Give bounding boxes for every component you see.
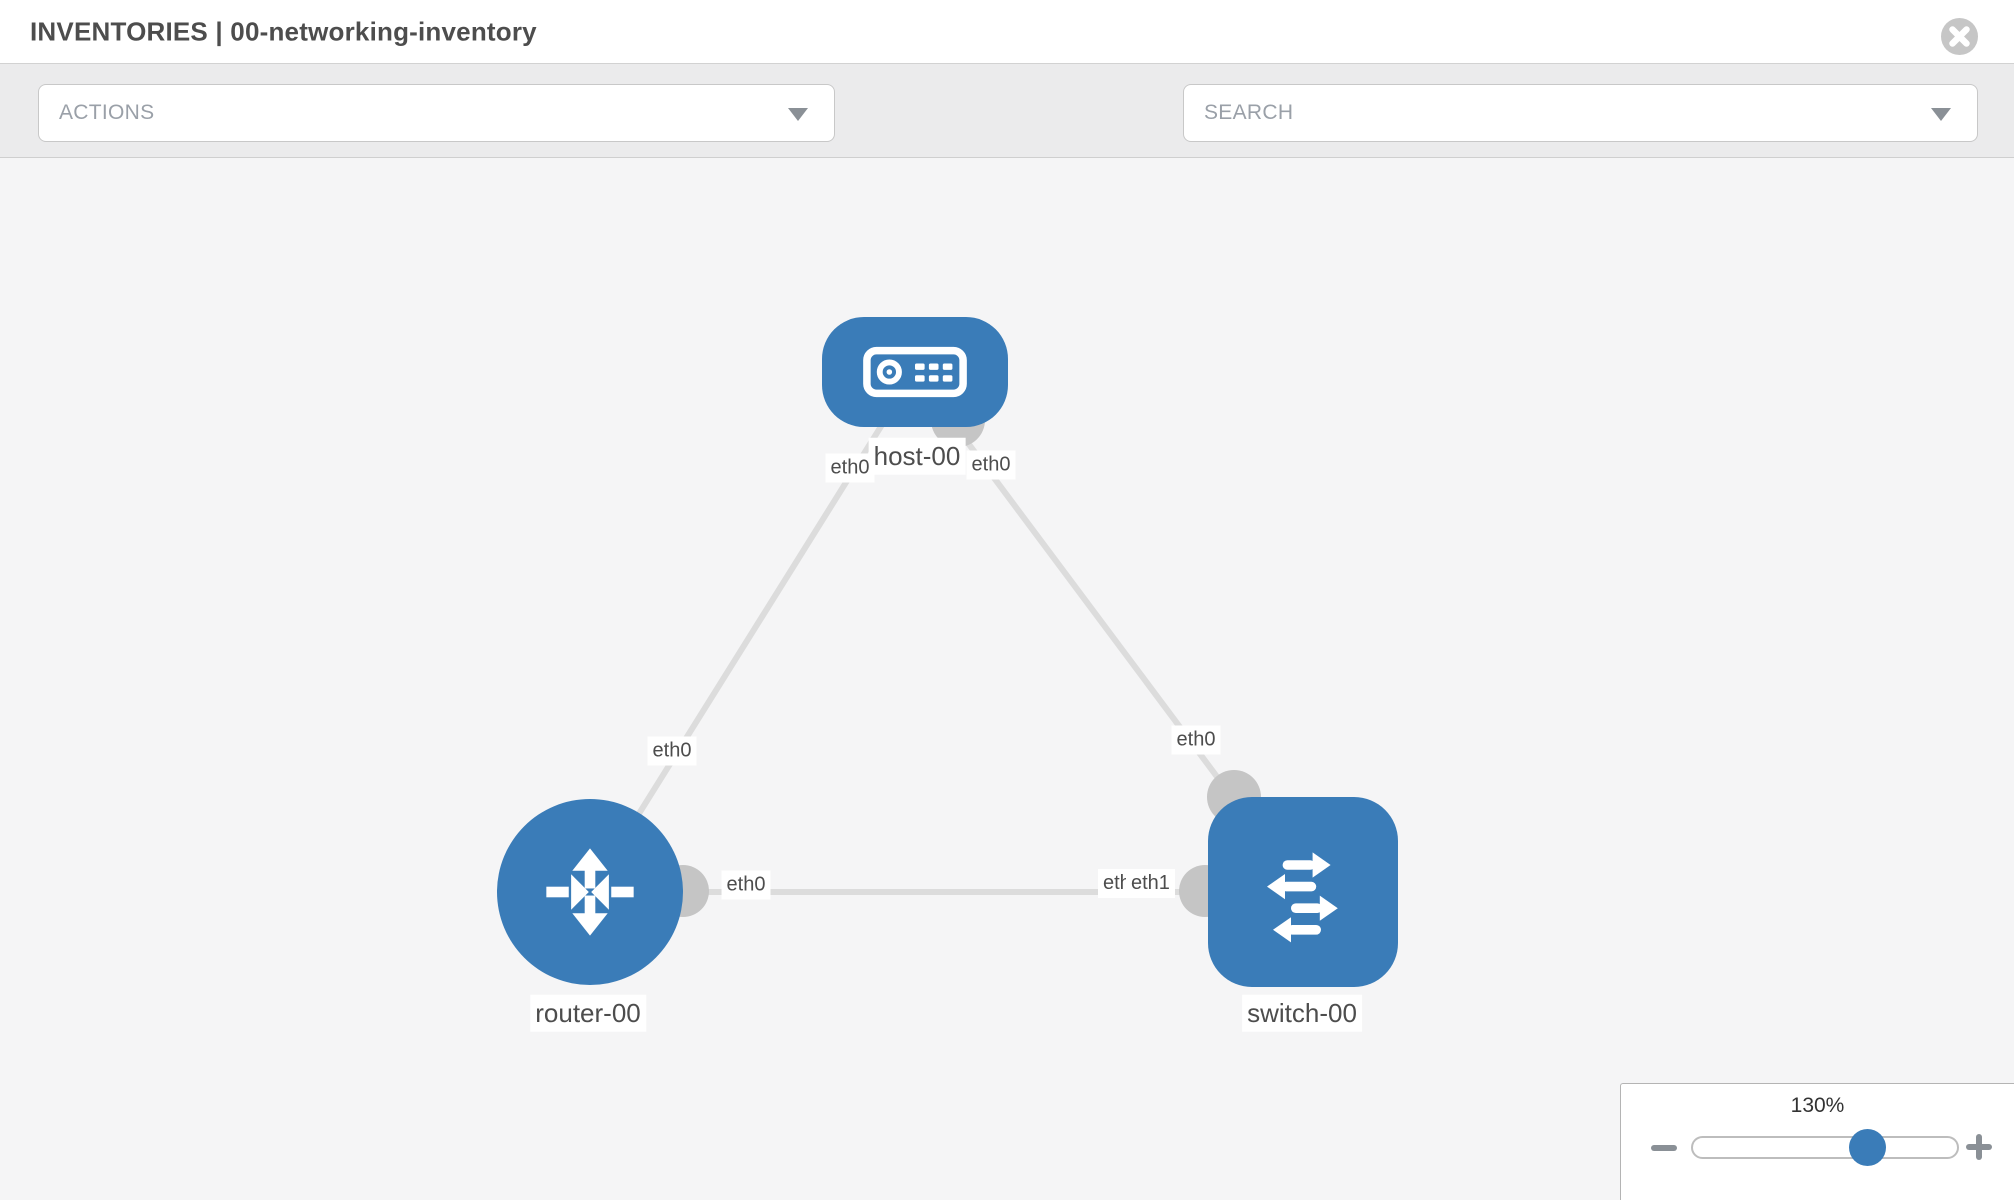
search-placeholder: SEARCH: [1204, 101, 1294, 124]
router-icon: [546, 848, 634, 936]
node-label-router: router-00: [530, 994, 646, 1032]
interface-label-host-left: eth0: [825, 453, 875, 483]
node-switch-00[interactable]: [1208, 797, 1398, 987]
node-label-host: host-00: [868, 437, 966, 475]
interface-label-router-right: eth0: [721, 870, 771, 900]
actions-dropdown[interactable]: ACTIONS: [38, 84, 835, 142]
node-host-00[interactable]: [822, 317, 1008, 427]
chevron-down-icon: [788, 108, 808, 121]
interface-label-switch-top: eth0: [1171, 725, 1221, 755]
toolbar: ACTIONS SEARCH: [0, 63, 2014, 195]
zoom-slider-track[interactable]: [1691, 1129, 1959, 1166]
search-dropdown[interactable]: SEARCH: [1183, 84, 1978, 142]
plus-icon-vertical: [1976, 1134, 1982, 1160]
close-button[interactable]: [1941, 18, 1978, 55]
minus-icon: [1651, 1145, 1677, 1151]
node-label-switch: switch-00: [1242, 994, 1362, 1032]
interface-label-router-top: eth0: [647, 736, 697, 766]
host-server-icon: [863, 346, 967, 398]
page-title: INVENTORIES | 00-networking-inventory: [30, 16, 537, 46]
close-icon: [1941, 18, 1978, 55]
actions-dropdown-label: ACTIONS: [59, 101, 155, 124]
header: INVENTORIES | 00-networking-inventory: [0, 0, 2014, 63]
switch-icon: [1267, 852, 1338, 943]
interface-label-switch-left-front: eth1: [1126, 869, 1175, 898]
interface-label-host-right: eth0: [966, 450, 1016, 480]
node-router-00[interactable]: [497, 799, 683, 985]
zoom-in-button[interactable]: [1966, 1134, 1992, 1160]
topology-links-layer: [587, 370, 1306, 917]
topology-canvas[interactable]: host-00 router-00 switch-00 eth0 eth0 et…: [0, 158, 2014, 1200]
zoom-slider-row: [1621, 1118, 2014, 1178]
zoom-slider-thumb[interactable]: [1849, 1129, 1886, 1166]
zoom-panel: 130%: [1620, 1083, 2014, 1200]
zoom-level-value: 130%: [1790, 1094, 1845, 1117]
zoom-out-button[interactable]: [1651, 1134, 1677, 1160]
chevron-down-icon: [1931, 108, 1951, 121]
